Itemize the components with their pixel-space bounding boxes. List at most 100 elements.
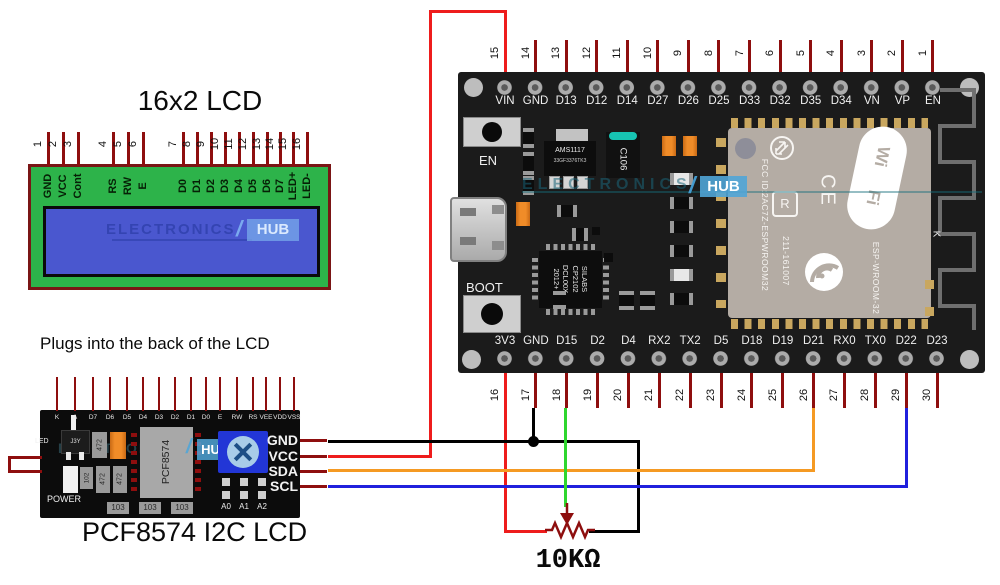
pot-3v3-wire: [504, 373, 507, 533]
i2c-side-pin-stub: [300, 470, 327, 473]
lcd-pin-label: LED-: [301, 173, 313, 199]
lcd-pin-number: 11: [223, 138, 235, 150]
registered-mark: R: [772, 191, 798, 217]
boot-button-cap[interactable]: [481, 303, 503, 325]
esp-watermark-hub: HUB: [700, 176, 747, 197]
mounting-hole: [960, 350, 979, 369]
esp32-top-pin-label: D13: [555, 95, 577, 107]
esp32-top-pin-lead: [717, 40, 721, 72]
module-side-pad: [925, 280, 934, 289]
esp32-top-pin-number: 14: [519, 46, 532, 60]
lcd-pin-label: D5: [247, 178, 259, 194]
cp2102-pins-top: [546, 244, 596, 250]
regulator-tab: [556, 129, 588, 142]
contrast-pot-dial[interactable]: [227, 436, 259, 468]
cp2102-line2: CP2102: [570, 265, 580, 293]
lcd-pin-label: VCC: [57, 174, 69, 198]
lcd-pin-label: D3: [219, 178, 231, 194]
i2c-pin-label: A: [72, 414, 78, 421]
i2c-pin-lead: [219, 377, 221, 411]
i2c-pin-label: VDD: [273, 414, 287, 421]
lcd-pin-label: RW: [122, 176, 134, 196]
i2c-pin-label: RS: [248, 414, 258, 421]
i2c-pin-lead: [190, 377, 192, 411]
gnd-wire-to-pot: [589, 530, 640, 533]
smd-component: [592, 227, 600, 235]
cp2102-line3: DCL00X: [561, 264, 570, 294]
scl-wire-horizontal: [328, 485, 908, 488]
wire-junction-dot: [528, 436, 539, 447]
esp32-top-pin-holes: [496, 79, 942, 96]
esp32-top-pin-lead: [809, 40, 813, 72]
module-pads-top: [731, 118, 928, 128]
esp32-top-pin-number: 3: [855, 49, 868, 57]
esp32-top-pin-label: VP: [894, 95, 911, 107]
i2c-pin-label: E: [217, 414, 223, 421]
lcd-screen: [43, 206, 320, 277]
gnd-wire-from-pin17: [532, 408, 535, 443]
smd-component: [619, 291, 634, 310]
esp32-bottom-pin-number: 28: [859, 388, 872, 402]
smd-component: [670, 197, 693, 209]
usb-contact: [460, 208, 476, 216]
i2c-pin-lead: [142, 377, 144, 411]
micro-usb-port[interactable]: [450, 197, 507, 262]
esp32-bottom-pin-lead: [626, 373, 630, 408]
lcd-pin-lead: [266, 132, 269, 166]
esp32-top-pin-lead: [686, 40, 690, 72]
esp32-top-pin-label: GND: [522, 95, 549, 107]
sda-wire-vertical: [812, 408, 815, 472]
i2c-watermark-hub: HU: [197, 439, 224, 460]
swirl-logo-icon: [805, 253, 843, 291]
esp32-bottom-pin-number: 16: [489, 388, 501, 402]
esp32-bottom-pin-number: 26: [797, 388, 810, 402]
contrast-pot[interactable]: [218, 431, 268, 473]
esp-wroom-32-module: FCC ID:2AC7Z-ESPWROOM32 R 211-161007 CE …: [728, 122, 931, 318]
en-button-cap[interactable]: [482, 122, 502, 142]
esp32-bottom-pin-label: D4: [621, 335, 636, 347]
i2c-pin-lead: [126, 377, 128, 411]
i2c-pin-lead: [265, 377, 267, 411]
esp32-top-pin-label: D12: [586, 95, 608, 107]
lcd-pin-lead: [62, 132, 65, 166]
i2c-title: PCF8574 I2C LCD: [82, 517, 308, 547]
lcd-pin-lead: [182, 132, 185, 166]
esp32-top-pin-number: 8: [702, 49, 715, 57]
usb-contact: [460, 237, 476, 245]
lcd-pin-lead: [252, 132, 255, 166]
esp32-bottom-pin-label: D15: [556, 335, 578, 347]
esp32-top-pin-lead: [839, 40, 843, 72]
lcd-pin-label: E: [137, 182, 149, 190]
esp32-top-pin-number: 11: [611, 47, 624, 59]
smd-component: [523, 176, 534, 195]
esp32-top-pin-number: 9: [672, 49, 685, 57]
esp32-bottom-pin-label: 3V3: [494, 335, 516, 347]
esp32-bottom-pin-number: 23: [705, 388, 718, 402]
i2c-pin-label: D6: [105, 414, 115, 421]
lcd-pin-label: D1: [191, 178, 203, 194]
smd-component: [553, 291, 566, 309]
lcd-pin-lead: [292, 132, 295, 166]
resistor-472-label: 472: [116, 473, 124, 485]
lcd-pin-label: Cont: [72, 173, 84, 199]
esp32-bottom-pin-lead: [565, 373, 569, 408]
wifi-logo: Wi Fi: [842, 122, 912, 234]
lcd-pin-lead: [279, 132, 282, 166]
smd-component: [523, 128, 534, 148]
esp32-bottom-pin-lead: [657, 373, 661, 408]
vcc-wire-up: [429, 10, 432, 458]
esp32-bottom-pin-number: 30: [921, 388, 934, 402]
lcd-pin-lead: [196, 132, 199, 166]
i2c-pin-label: D1: [186, 414, 196, 421]
i2c-left-jumper-bottom: [10, 470, 42, 473]
en-button[interactable]: [463, 117, 521, 147]
esp-watermark-underline: [522, 191, 982, 193]
boot-button[interactable]: [463, 295, 521, 333]
regulator-chip: AMS1117 33GF3376TK3: [544, 141, 596, 176]
wiper-wire-green: [564, 408, 567, 507]
lcd-pin-number: 10: [209, 137, 221, 151]
i2c-pin-label: VSS: [287, 414, 301, 421]
lcd-watermark-underline: [112, 239, 252, 241]
i2c-pin-label: D4: [138, 414, 148, 421]
